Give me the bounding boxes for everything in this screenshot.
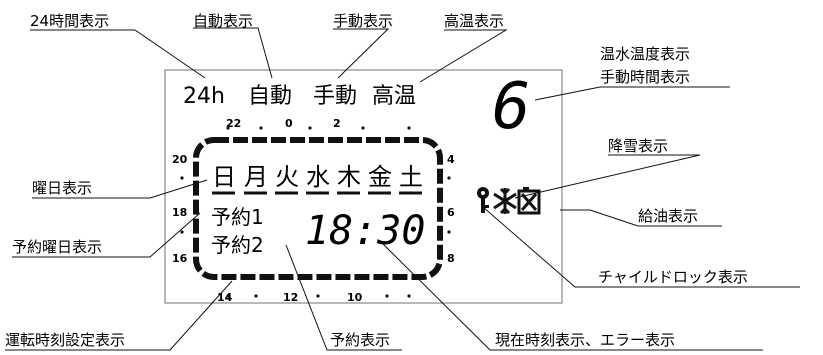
indicator-high: 高温	[372, 84, 416, 109]
dial-number: 14	[217, 291, 233, 304]
day-mon: 月	[244, 163, 268, 191]
dial-number: 6	[447, 206, 455, 219]
temperature-digit: 6	[492, 70, 531, 144]
label-high: 高温表示	[444, 12, 504, 30]
label-child-lock: チャイルドロック表示	[598, 268, 748, 286]
label-snow: 降雪表示	[608, 137, 668, 155]
fuel-can-icon	[517, 187, 541, 215]
indicator-auto: 自動	[248, 84, 292, 109]
reservation-2: 予約2	[211, 233, 264, 257]
reservation-1: 予約1	[211, 205, 264, 229]
key-icon	[477, 187, 489, 213]
weekday-row: 日 月 火 水 木 金 土	[212, 163, 423, 195]
dial-number: 8	[447, 252, 455, 265]
dial-dots	[180, 126, 451, 298]
label-reservation: 予約表示	[330, 331, 390, 349]
dial-number: 16	[172, 252, 188, 265]
label-run-time: 運転時刻設定表示	[5, 331, 125, 349]
label-current-time: 現在時刻表示、エラー表示	[495, 331, 675, 349]
label-manual: 手動表示	[333, 12, 393, 30]
dial-number: 4	[447, 153, 455, 166]
day-fri: 金	[368, 163, 392, 191]
dial-number: 20	[172, 153, 188, 166]
indicator-24h: 24h	[183, 84, 225, 109]
snowflake-icon	[493, 187, 517, 215]
label-reservation-weekday: 予約曜日表示	[12, 238, 102, 256]
dial-number: 12	[283, 291, 298, 304]
dial-number: 18	[172, 206, 187, 219]
day-tue: 火	[275, 163, 299, 191]
day-sun: 日	[212, 163, 236, 191]
label-manual-time: 手動時間表示	[600, 68, 690, 86]
day-thu: 木	[337, 163, 361, 191]
label-weekday: 曜日表示	[32, 179, 92, 197]
segment-ring	[193, 137, 443, 280]
label-fuel: 給油表示	[638, 207, 698, 225]
day-wed: 水	[306, 163, 330, 191]
day-sat: 土	[399, 163, 423, 191]
indicator-manual: 手動	[313, 84, 357, 109]
label-24h: 24時間表示	[30, 12, 109, 30]
dial-number: 2	[333, 117, 341, 130]
dial-number: 10	[347, 291, 363, 304]
lcd-frame	[164, 69, 563, 304]
dial-number: 22	[226, 117, 241, 130]
leader-lines	[5, 27, 800, 351]
dial-number: 0	[285, 117, 293, 130]
svg-text:6: 6	[492, 70, 531, 144]
clock-display: 18:30	[305, 208, 425, 254]
label-temperature: 温水温度表示	[600, 45, 690, 63]
label-auto: 自動表示	[193, 12, 253, 30]
